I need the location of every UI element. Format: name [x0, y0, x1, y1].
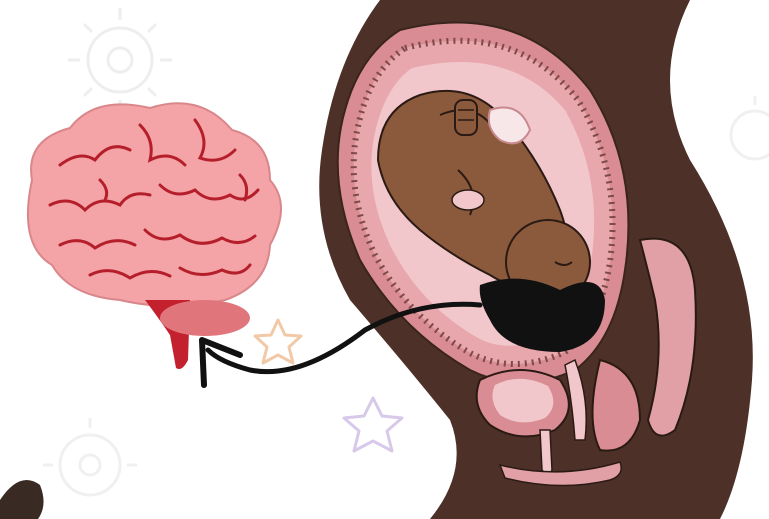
pituitary-gland — [160, 300, 250, 336]
star-icon — [255, 320, 301, 363]
corner-shape — [0, 480, 44, 519]
virus-watermark-icon — [731, 96, 769, 159]
virus-watermark-icon — [68, 8, 172, 112]
star-icon — [344, 398, 402, 451]
bladder-inner — [492, 379, 553, 423]
urethra — [540, 430, 552, 474]
brain — [28, 103, 281, 306]
virus-watermark-icon — [43, 418, 137, 495]
